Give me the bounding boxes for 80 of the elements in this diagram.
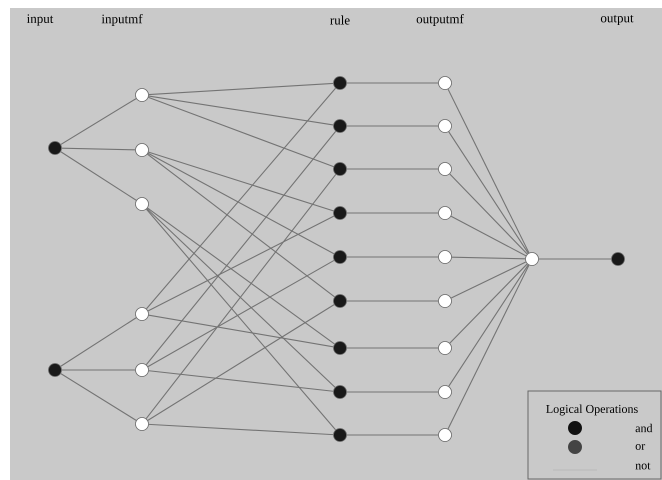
neuron-node <box>438 385 452 399</box>
neuron-node <box>135 307 149 321</box>
connection-line <box>146 208 336 430</box>
connection-line <box>448 88 530 254</box>
connection-line <box>146 174 336 419</box>
connection-line <box>146 208 336 388</box>
connection-line <box>346 256 438 258</box>
neuron-node <box>333 206 347 220</box>
neuron-node <box>135 417 149 431</box>
connection-line <box>346 82 438 84</box>
connection-line <box>449 174 528 254</box>
connection-line <box>147 154 335 298</box>
neuron-node <box>611 252 625 266</box>
neuron-node <box>333 385 347 399</box>
connection-line <box>346 125 438 127</box>
legend-title: Logical Operations <box>546 404 638 416</box>
connection-line <box>148 314 334 348</box>
neuron-node <box>48 363 62 377</box>
connection-line <box>60 317 136 367</box>
neuron-node <box>438 76 452 90</box>
connection-line <box>452 256 526 260</box>
connection-line <box>148 424 334 436</box>
legend-label: and <box>636 424 652 432</box>
neuron-node <box>135 143 149 157</box>
neuron-node <box>525 252 539 266</box>
connection-line <box>346 168 438 170</box>
connection-line <box>346 300 438 302</box>
column-heading: inputmf <box>102 14 143 26</box>
neuron-node <box>333 119 347 133</box>
connection-line <box>60 98 136 145</box>
connection-line <box>346 347 438 349</box>
legend-label: not <box>635 462 650 470</box>
connection-line <box>450 216 526 256</box>
connection-line <box>62 148 136 150</box>
neuron-node <box>333 428 347 442</box>
neuron-node <box>333 250 347 264</box>
connection-line <box>148 216 334 312</box>
connection-line <box>62 369 136 371</box>
connection-line <box>346 391 438 393</box>
connection-line <box>148 82 334 96</box>
connection-line <box>448 264 530 430</box>
neuron-node <box>438 250 452 264</box>
column-heading: output <box>600 14 634 26</box>
neuron-node <box>135 363 149 377</box>
neuron-node <box>438 428 452 442</box>
column-heading: input <box>26 14 54 26</box>
connection-line <box>448 264 529 387</box>
connection-line <box>449 264 528 344</box>
column-heading: rule <box>330 15 350 25</box>
connection-line <box>148 260 334 368</box>
neuron-node <box>438 294 452 308</box>
neuron-node <box>438 119 452 133</box>
connection-line <box>146 131 336 365</box>
neuron-node <box>135 197 149 211</box>
connection-line <box>450 262 526 298</box>
connection-line <box>538 258 612 260</box>
connection-line <box>148 304 334 421</box>
connection-line <box>146 88 336 310</box>
connection-line <box>346 434 438 436</box>
neuron-node <box>438 341 452 355</box>
neuron-node <box>333 341 347 355</box>
neuron-node <box>333 294 347 308</box>
column-heading: outputmf <box>416 14 464 26</box>
neuron-node <box>135 88 149 102</box>
connection-line <box>148 152 334 254</box>
connection-line <box>60 373 136 421</box>
connection-line <box>148 96 334 168</box>
legend-label: or <box>636 444 646 450</box>
connection-line <box>147 208 335 344</box>
neuron-node <box>438 206 452 220</box>
neuron-node <box>333 162 347 176</box>
neuron-node <box>438 162 452 176</box>
connection-line <box>60 151 136 201</box>
neuron-node <box>333 76 347 90</box>
connection-line <box>148 370 334 392</box>
neuron-node <box>48 141 62 155</box>
connection-line <box>148 96 334 126</box>
connection-line <box>448 131 529 254</box>
connection-line <box>148 152 334 212</box>
connection-line <box>346 212 438 214</box>
